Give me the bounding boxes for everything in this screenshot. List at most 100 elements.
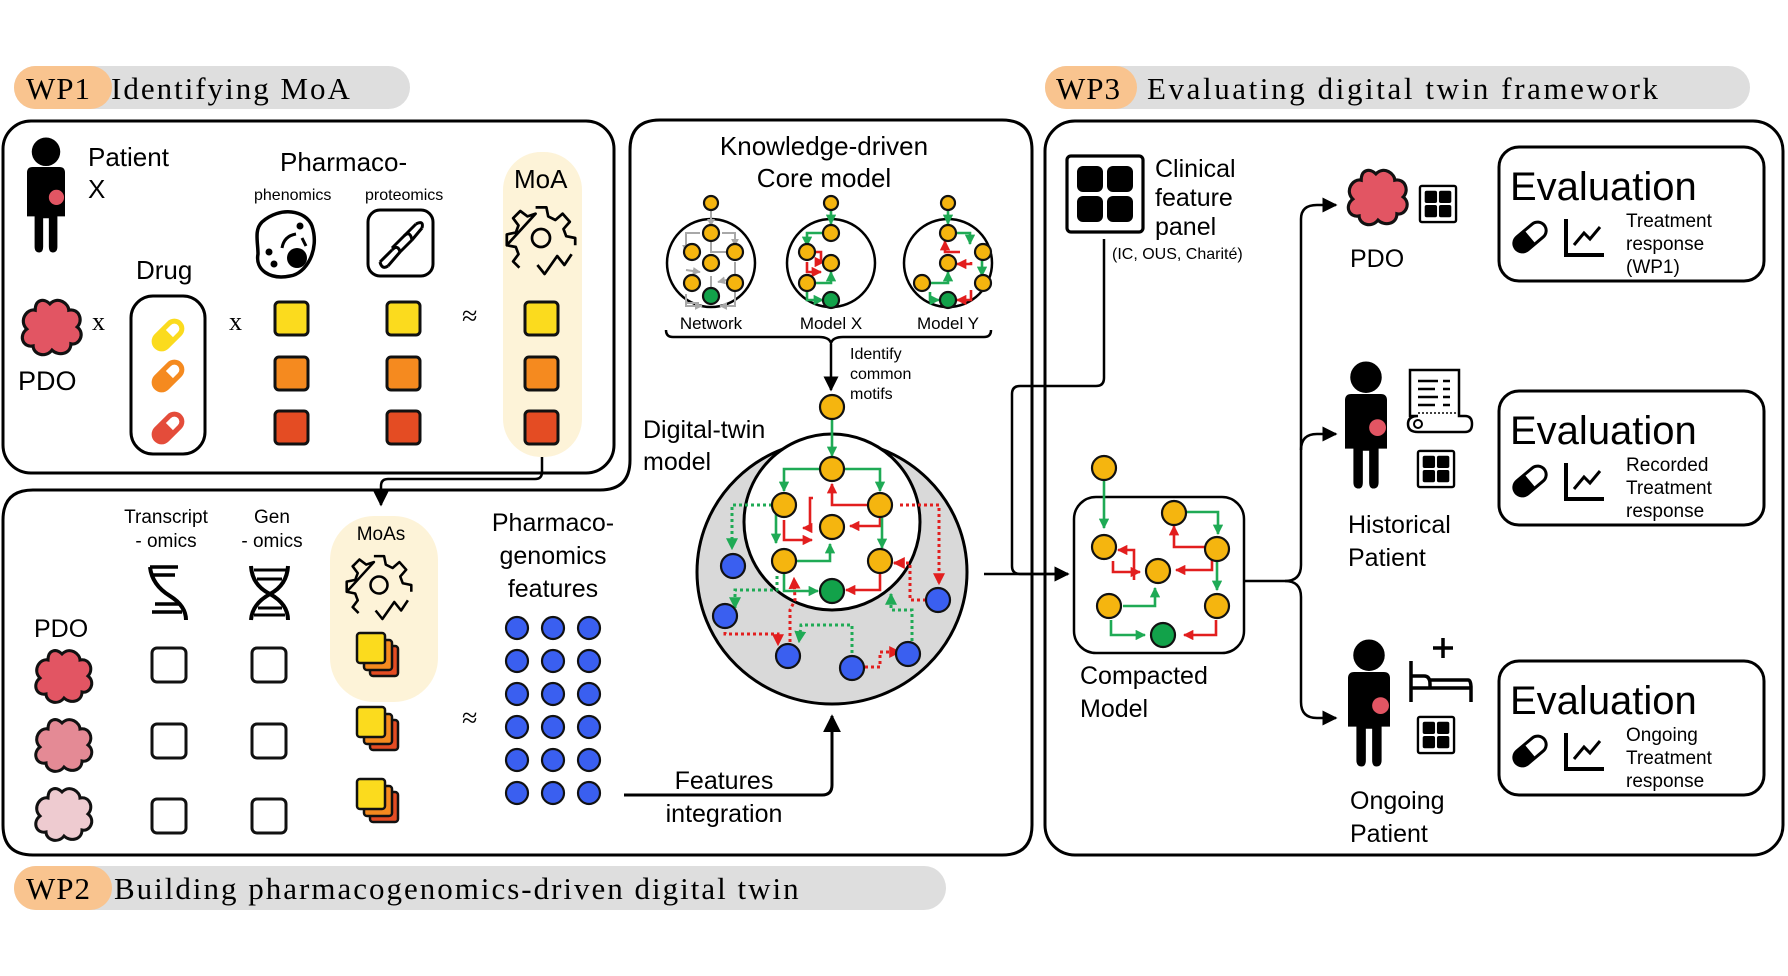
target-pdo-label: PDO (1350, 245, 1404, 273)
times-symbol-2: x (229, 307, 242, 336)
patient-icon (1348, 639, 1390, 767)
wp1-title: Identifying MoA (111, 71, 352, 106)
capsule-red-icon (151, 411, 185, 445)
integration-label-line1: Features (675, 767, 774, 795)
identify-line2: common (850, 366, 911, 383)
identify-line1: Identify (850, 346, 902, 363)
evaluation-card: Evaluation Treatment response (WP1) (1497, 145, 1766, 283)
core-title-line1: Knowledge-driven (720, 131, 928, 161)
identify-line3: motifs (850, 386, 893, 403)
patient-icon (1345, 361, 1387, 489)
wp1-badge: WP1 (26, 71, 91, 106)
feature-dot (576, 615, 602, 641)
transcriptomics-rna-icon (148, 565, 188, 621)
feature-dot (540, 714, 566, 740)
patient-x-group: Patient X (27, 137, 170, 253)
feature-grid (504, 615, 602, 806)
moa-stack-icon (355, 777, 400, 824)
evaluation-line2: response (1626, 234, 1704, 255)
feature-dot (540, 681, 566, 707)
drug-label: Drug (136, 255, 192, 285)
pdo-organoid-icon (34, 787, 94, 842)
capsule-yellow-icon (151, 318, 185, 352)
pdo-organoid-icon (34, 649, 94, 704)
pharmacogenomics-features: Pharmaco- genomics features (492, 509, 614, 806)
proteomics-label: proteomics (365, 187, 443, 204)
model-y-label: Model Y (917, 314, 979, 333)
target-historical-label-line2: Patient (1348, 544, 1426, 572)
evaluation-title: Evaluation (1510, 409, 1697, 453)
cell-icon (255, 210, 317, 279)
transcriptomics-label-line1: Transcript (124, 507, 208, 528)
pdo-rows (34, 646, 288, 842)
wp2-badge: WP2 (26, 871, 91, 906)
drug-group: Drug x (129, 255, 242, 456)
genomics-cell (250, 797, 288, 835)
evaluation-line3: response (1626, 771, 1704, 792)
digital-twin-diagram (695, 393, 969, 706)
target-ongoing-patient: Ongoing Patient (1348, 638, 1473, 848)
evaluation-line1: Recorded (1626, 455, 1708, 476)
feature-dot (576, 714, 602, 740)
pdo-organoid-icon (20, 298, 83, 357)
grid-panel-icon (1416, 715, 1456, 755)
target-historical-label-line1: Historical (1348, 511, 1451, 539)
wp2-pdo-label: PDO (34, 615, 88, 643)
approx-symbol-wp2: ≈ (462, 703, 477, 734)
feature-dot (504, 615, 530, 641)
feature-dot (576, 780, 602, 806)
grid-panel-icon (1418, 184, 1458, 224)
digital-twin-label-line1: Digital-twin (643, 416, 765, 444)
approx-symbol-wp1: ≈ (462, 301, 477, 332)
transcriptomics-cell (150, 797, 188, 835)
features-integration-arrow (624, 714, 841, 797)
wp1-header: WP1 Identifying MoA (14, 66, 410, 109)
moas-column: MoAs (330, 516, 438, 824)
evaluation-line3: response (1626, 501, 1704, 522)
evaluation-title: Evaluation (1510, 165, 1697, 209)
features-label-line3: features (508, 575, 598, 603)
medical-record-scroll-icon (1406, 368, 1474, 434)
model-y-diagram: Model Y (902, 194, 994, 333)
times-symbol-1: x (92, 307, 105, 336)
clinical-sources: (IC, OUS, Charité) (1112, 246, 1243, 263)
drug-panel (129, 294, 207, 456)
feature-dot (504, 681, 530, 707)
clinical-feature-panel: Clinical feature panel (IC, OUS, Charité… (1065, 154, 1243, 263)
wp1-badge-bg (14, 66, 112, 109)
model-x-diagram: Model X (785, 194, 877, 333)
genomics-label-line1: Gen (254, 507, 290, 528)
moa-label: MoA (514, 164, 568, 194)
to-ongoing-arrow (1284, 579, 1338, 726)
moas-label: MoAs (357, 524, 406, 545)
feature-dot (540, 747, 566, 773)
feature-dot (540, 648, 566, 674)
moa-transfer-arrow (373, 457, 544, 507)
wp2-title: Building pharmacogenomics-driven digital… (114, 871, 801, 906)
pdo-organoid-icon (34, 718, 94, 773)
feature-dot (504, 714, 530, 740)
wp3-title: Evaluating digital twin framework (1147, 71, 1661, 106)
evaluation-line2: Treatment (1626, 478, 1713, 499)
feature-dot (504, 747, 530, 773)
model-network-label: Network (680, 314, 743, 333)
evaluation-line1: Ongoing (1626, 725, 1698, 746)
wp3-header-bar (1045, 66, 1750, 109)
core-title-line2: Core model (757, 163, 891, 193)
pdo-group-wp1: PDO x (18, 298, 105, 396)
protein-helix-icon (366, 208, 435, 278)
wp2-omics-headers: Transcript - omics Gen - omics (124, 507, 303, 552)
evaluation-line2: Treatment (1626, 748, 1713, 769)
phenomics-label: phenomics (254, 187, 331, 204)
feature-dot (576, 747, 602, 773)
genomics-cell (250, 722, 288, 760)
feature-dot (540, 615, 566, 641)
wp2-header-bar (14, 866, 946, 910)
wp2-badge-bg (14, 866, 112, 910)
pharmaco-omics-group: Pharmaco- phenomics proteomics (254, 147, 477, 446)
wp3-panel (1043, 119, 1785, 857)
models-brace (664, 329, 993, 347)
genomics-label-line2: - omics (241, 531, 302, 552)
clinical-to-model-arrow (1010, 239, 1106, 582)
